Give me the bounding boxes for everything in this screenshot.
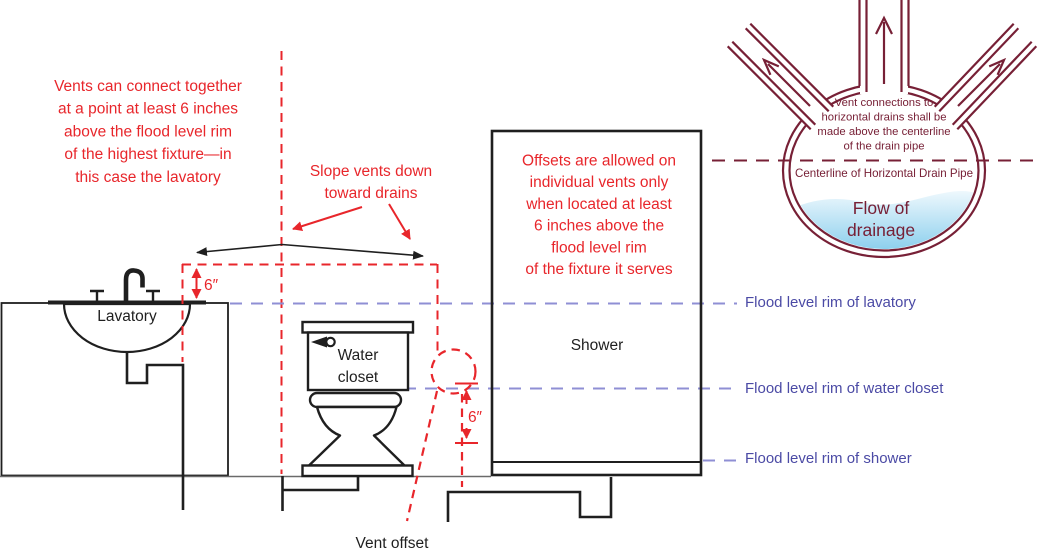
slope-arrow-left bbox=[196, 243, 283, 257]
water-closet-label: Water bbox=[338, 347, 379, 364]
note-offsets-line: flood level rim bbox=[551, 239, 647, 256]
note-offsets-line: of the fixture it serves bbox=[525, 261, 673, 278]
shower-label: Shower bbox=[571, 337, 624, 354]
flood-rim-label-shower: Flood level rim of shower bbox=[745, 450, 912, 467]
detail-note-line: of the drain pipe bbox=[843, 141, 924, 153]
vent-guide-lines bbox=[181, 51, 439, 474]
note-offsets-line: 6 inches above the bbox=[534, 218, 664, 235]
faucet-handles-icon bbox=[90, 289, 160, 302]
shower-stall bbox=[490, 129, 703, 477]
wc-drain-pipe bbox=[281, 476, 360, 511]
note-vents-line: at a point at least 6 inches bbox=[58, 101, 238, 118]
note-vents-line: this case the lavatory bbox=[75, 169, 221, 186]
shower-group bbox=[490, 129, 703, 477]
faucet-icon bbox=[123, 268, 145, 302]
detail-note-line: Vent connections to bbox=[835, 97, 934, 109]
shower-drain-pipe bbox=[446, 477, 613, 522]
note-slope-line: Slope vents down bbox=[310, 163, 432, 180]
centerline-label: Centerline of Horizontal Drain Pipe bbox=[795, 166, 973, 180]
text-layer: Vents can connect together at a point at… bbox=[54, 78, 973, 551]
pointer-arrow-right bbox=[388, 203, 411, 240]
detail-note-line: horizontal drains shall be bbox=[822, 112, 947, 124]
wc-tank bbox=[306, 331, 410, 392]
wc-bowl bbox=[307, 405, 406, 467]
wc-base bbox=[301, 464, 414, 478]
flow-label: drainage bbox=[847, 220, 915, 240]
wc-seat bbox=[308, 391, 403, 409]
vent-offset-group bbox=[405, 348, 478, 522]
vent-offset-label: Vent offset bbox=[356, 535, 430, 551]
flow-arrow-right-icon bbox=[988, 57, 1007, 76]
slope-arrow-right bbox=[281, 243, 424, 260]
note-offsets-line: individual vents only bbox=[530, 174, 669, 191]
six-inch-label-offset: 6″ bbox=[468, 409, 483, 426]
lavatory-drain-pipe bbox=[125, 351, 185, 510]
water-closet-group bbox=[301, 320, 415, 478]
flood-level-lines bbox=[230, 302, 737, 462]
six-inch-label-lavatory: 6″ bbox=[204, 277, 219, 294]
flow-label: Flow of bbox=[853, 198, 910, 218]
flush-button-icon bbox=[325, 336, 336, 348]
flood-rim-label-lavatory: Flood level rim of lavatory bbox=[745, 294, 916, 311]
vent-pipe-right bbox=[924, 22, 1038, 140]
lavatory-group bbox=[0, 268, 229, 477]
note-slope-line: toward drains bbox=[324, 185, 417, 202]
vent-offset-diagonal bbox=[405, 390, 439, 522]
flush-lever-icon bbox=[311, 336, 327, 348]
note-vents-line: of the highest fixture—in bbox=[64, 146, 231, 163]
vent-pipe-left bbox=[726, 22, 844, 140]
flow-arrow-up-icon bbox=[875, 15, 893, 35]
pointer-arrow-left bbox=[292, 206, 363, 232]
vent-offset-loop bbox=[430, 348, 477, 395]
wc-tank-lid bbox=[301, 320, 415, 334]
note-offsets-line: when located at least bbox=[525, 196, 672, 213]
flow-arrow-left-icon bbox=[761, 57, 780, 76]
vent-pipe-up bbox=[858, 0, 910, 94]
flood-rim-label-water-closet: Flood level rim of water closet bbox=[745, 380, 944, 397]
drain-piping bbox=[125, 351, 613, 522]
water-closet-label: closet bbox=[338, 369, 379, 386]
slope-arrows bbox=[196, 203, 424, 260]
note-vents-line: above the flood level rim bbox=[64, 123, 232, 140]
lavatory-label: Lavatory bbox=[97, 308, 157, 325]
drain-detail-group bbox=[712, 0, 1038, 259]
note-vents-line: Vents can connect together bbox=[54, 78, 242, 95]
note-offsets-line: Offsets are allowed on bbox=[522, 153, 676, 170]
sink-bowl bbox=[62, 302, 192, 354]
detail-note-line: made above the centerline bbox=[817, 126, 950, 138]
